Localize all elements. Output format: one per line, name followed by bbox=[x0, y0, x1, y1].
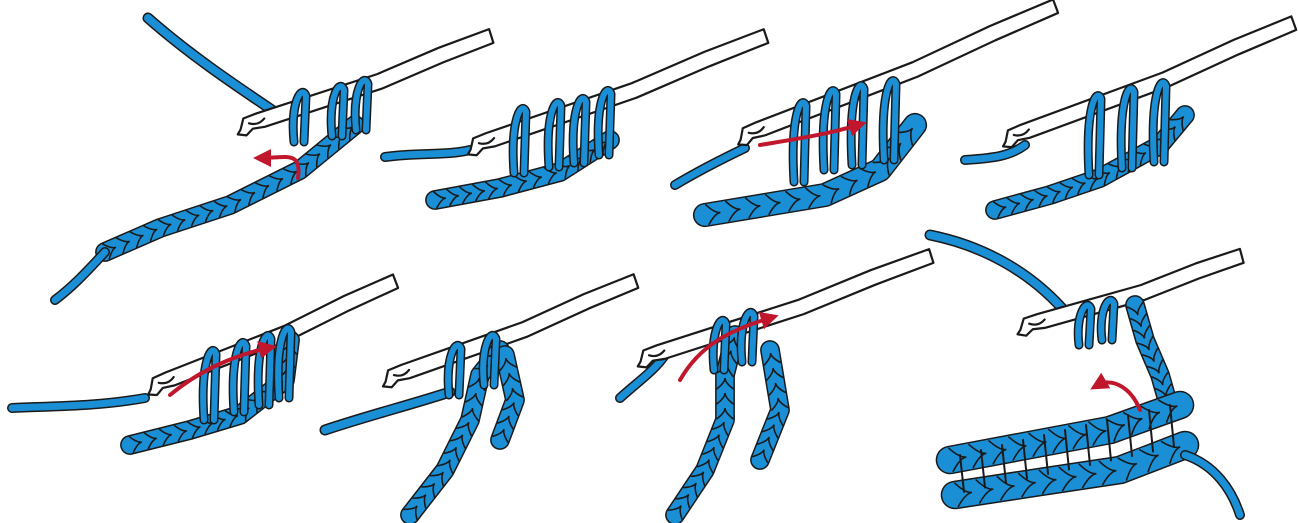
working-yarn bbox=[965, 145, 1025, 160]
working-yarn bbox=[148, 18, 275, 112]
panel-step-8 bbox=[930, 235, 1244, 515]
yarn-tail bbox=[1185, 455, 1240, 515]
working-yarn bbox=[675, 148, 745, 185]
panel-step-4 bbox=[965, 16, 1296, 217]
working-yarn bbox=[385, 150, 470, 157]
yarn-tail bbox=[55, 252, 105, 300]
panel-step-3 bbox=[675, 0, 1058, 224]
arrow-turn bbox=[1098, 382, 1140, 410]
panel-step-1 bbox=[55, 18, 493, 300]
hook-loops bbox=[203, 328, 291, 420]
crochet-hook-icon bbox=[638, 249, 934, 367]
working-yarn bbox=[930, 235, 1068, 315]
working-yarn bbox=[325, 392, 450, 430]
panel-step-7 bbox=[620, 249, 933, 519]
panel-step-6 bbox=[325, 274, 638, 519]
fabric-rows bbox=[949, 400, 1185, 506]
stitch-column bbox=[669, 335, 740, 519]
stitch-column-right bbox=[753, 350, 788, 463]
turning-chain bbox=[1127, 303, 1174, 410]
working-yarn bbox=[12, 398, 145, 408]
foundation-chain bbox=[103, 125, 355, 259]
